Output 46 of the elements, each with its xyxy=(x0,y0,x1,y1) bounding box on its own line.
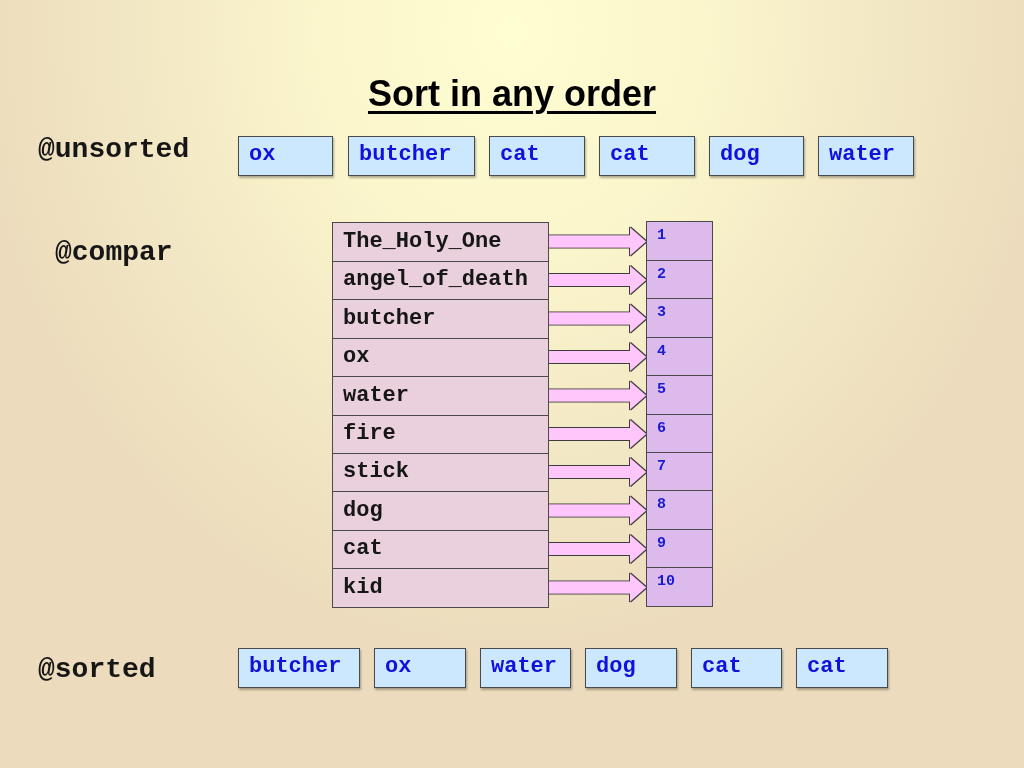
array-element: dog xyxy=(585,648,677,688)
key-row: ox xyxy=(332,338,549,377)
key-row: The_Holy_One xyxy=(332,222,549,262)
index-slot: 1 xyxy=(646,221,713,261)
key-row: fire xyxy=(332,415,549,454)
key-row: cat xyxy=(332,530,549,569)
key-row: water xyxy=(332,376,549,416)
index-slot: 5 xyxy=(646,375,713,415)
block-arrow xyxy=(549,458,646,486)
key-row: butcher xyxy=(332,299,549,339)
array-element: butcher xyxy=(238,648,360,688)
array-element: cat xyxy=(796,648,888,688)
array-element: butcher xyxy=(348,136,475,176)
index-slot: 7 xyxy=(646,452,713,491)
slide-title: Sort in any order xyxy=(367,72,657,116)
index-slot: 8 xyxy=(646,490,713,530)
variable-label: @compar xyxy=(55,237,173,269)
key-row: stick xyxy=(332,453,549,492)
array-element: water xyxy=(480,648,571,688)
array-element: cat xyxy=(599,136,695,176)
block-arrow xyxy=(549,535,646,563)
key-row: dog xyxy=(332,491,549,531)
key-row: kid xyxy=(332,568,549,608)
block-arrow xyxy=(549,266,646,294)
key-row: angel_of_death xyxy=(332,261,549,300)
index-slot: 2 xyxy=(646,260,713,299)
index-slot: 10 xyxy=(646,567,713,607)
block-arrow xyxy=(549,573,646,602)
index-slot: 6 xyxy=(646,414,713,453)
variable-label: @sorted xyxy=(38,654,156,686)
block-arrow xyxy=(549,381,646,410)
array-element: ox xyxy=(374,648,466,688)
index-slot: 3 xyxy=(646,298,713,338)
array-element: dog xyxy=(709,136,804,176)
array-element: cat xyxy=(691,648,782,688)
block-arrow xyxy=(549,304,646,333)
block-arrow xyxy=(549,420,646,448)
block-arrow xyxy=(549,343,646,371)
variable-label: @unsorted xyxy=(38,134,190,166)
array-element: water xyxy=(818,136,914,176)
array-element: cat xyxy=(489,136,585,176)
block-arrow xyxy=(549,496,646,525)
block-arrow xyxy=(549,227,646,256)
array-element: ox xyxy=(238,136,333,176)
index-slot: 9 xyxy=(646,529,713,568)
index-slot: 4 xyxy=(646,337,713,376)
